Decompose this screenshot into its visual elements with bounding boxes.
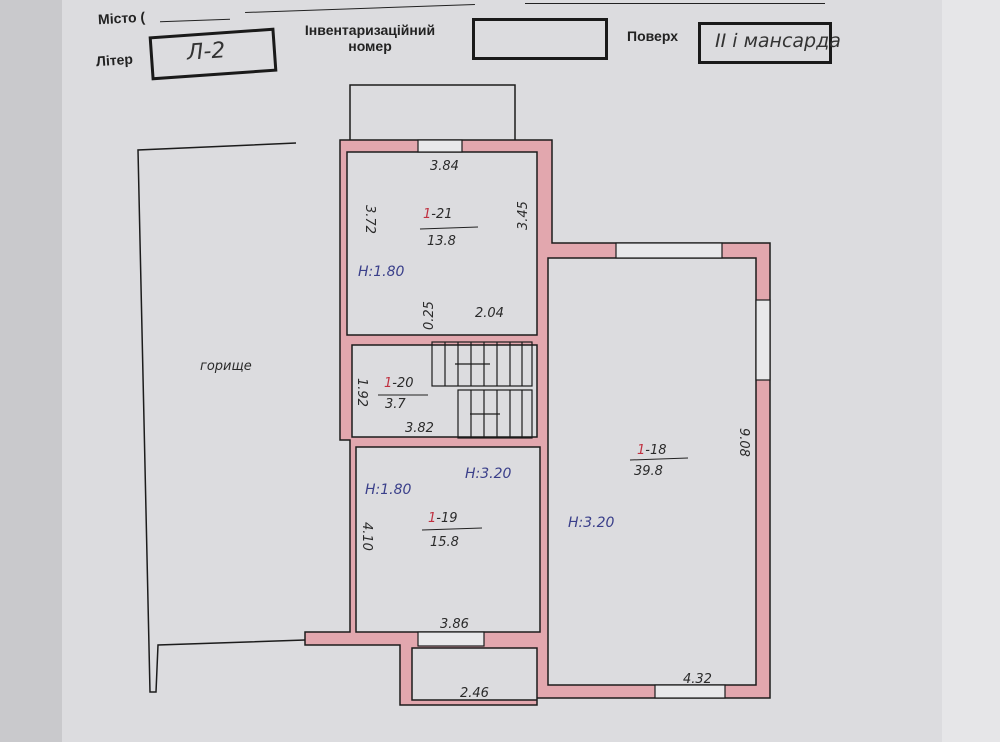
room-1-19-num: 1-19 [428, 511, 458, 526]
room-1-21-height: H:1.80 [358, 264, 405, 280]
dim-label: 9.08 [736, 428, 751, 457]
walls [304, 139, 771, 706]
page-edge [942, 0, 1000, 742]
room-1-19-height: H:1.80 [365, 482, 412, 498]
room-1-18-num: 1-18 [637, 443, 667, 458]
address-field-line-2 [525, 3, 825, 4]
inventory-label-line2: номер [348, 38, 392, 54]
windows [417, 139, 771, 699]
room-1-18-area: 39.8 [634, 464, 663, 479]
attic-outline [137, 84, 516, 693]
dim-label: 2.46 [460, 686, 489, 701]
dim-label: 3.86 [440, 617, 469, 632]
room-num: -21 [431, 207, 452, 222]
room-1-20-area: 3.7 [385, 397, 406, 412]
room-1-18-height: H:3.20 [568, 515, 615, 531]
dim-label: 3.72 [362, 205, 377, 234]
dim-label: 3.82 [405, 421, 434, 436]
room-1-19-area: 15.8 [430, 535, 459, 550]
room-prefix: 1 [384, 376, 392, 391]
dim-label: 4.32 [683, 672, 712, 687]
dim-label: 1.92 [354, 378, 369, 407]
dim-label: 2.04 [475, 306, 504, 321]
room-num: -18 [645, 443, 666, 458]
room-1-20-num: 1-20 [384, 376, 414, 391]
floor-field [698, 22, 832, 64]
stairs [431, 341, 533, 439]
room-1-21-area: 13.8 [427, 234, 456, 249]
room-1-21-num: 1-21 [423, 207, 453, 222]
room-num: -20 [392, 376, 413, 391]
floor-label: Поверх [627, 28, 678, 44]
dim-label: 3.84 [430, 159, 459, 174]
dim-label: 3.45 [516, 201, 531, 230]
room-prefix: 1 [637, 443, 645, 458]
room-prefix: 1 [428, 511, 436, 526]
dim-label: 0.25 [422, 301, 437, 330]
attic-label: горище [200, 359, 252, 374]
room-prefix: 1 [423, 207, 431, 222]
room-1-19-height-2: H:3.20 [465, 466, 512, 482]
document-page [62, 0, 942, 742]
floor-value: ІІ і мансарда [715, 30, 841, 52]
inventory-label: Інвентаризаційний номер [290, 22, 450, 54]
inventory-field [472, 18, 608, 60]
room-num: -19 [436, 511, 457, 526]
inventory-label-line1: Інвентаризаційний [304, 22, 436, 38]
dim-label: 4.10 [359, 522, 374, 551]
